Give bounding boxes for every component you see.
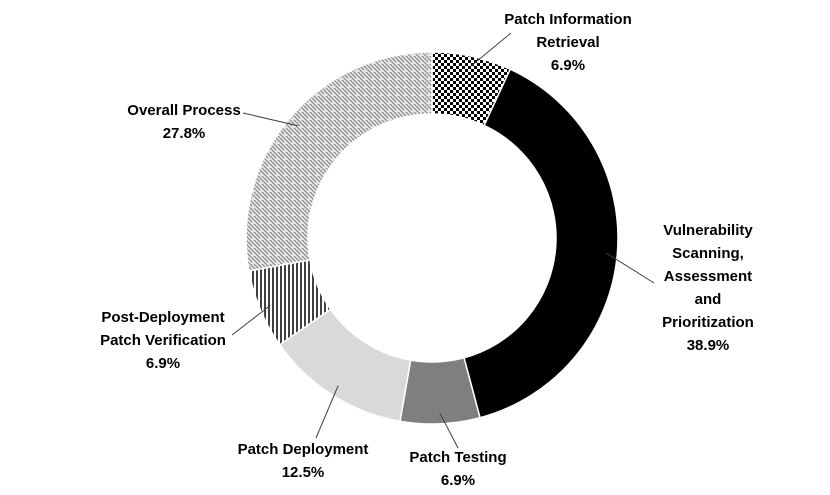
slice-name-label: and [695,291,722,308]
slice-name-label: Patch Deployment [238,441,369,458]
slice-value-label: 6.9% [146,355,180,372]
slice-name-label: Post-Deployment [101,309,224,326]
leader-lines-layer [231,32,655,449]
slice-name-label: Patch Testing [409,449,506,466]
leader-line [231,304,271,336]
slice-label: Patch Testing 6.9% [409,449,506,489]
slice-name-label: Scanning, [672,245,744,262]
leader-line [606,252,655,284]
leader-line [469,32,512,68]
slice-value-label: 12.5% [282,464,325,481]
slice-label: Overall Process 27.8% [127,102,240,142]
slice-name-label: Overall Process [127,102,240,119]
slice-label: Patch Deployment 12.5% [238,441,369,481]
slice-name-label: Retrieval [536,34,599,51]
donut-slice [245,51,433,272]
slice-name-label: Assessment [664,268,752,285]
slice-value-label: 38.9% [687,337,730,354]
slice-name-label: Patch Verification [100,332,226,349]
slices-layer [245,51,619,425]
donut-slice [463,68,619,419]
slice-value-label: 27.8% [163,125,206,142]
leader-line [242,112,298,127]
slice-value-label: 6.9% [551,57,585,74]
leader-line [315,385,339,439]
slice-name-label: Vulnerability [663,222,753,239]
slice-name-label: Patch Information [504,11,632,28]
slice-value-label: 6.9% [441,472,475,489]
leader-line [439,412,459,449]
slice-name-label: Prioritization [662,314,754,331]
